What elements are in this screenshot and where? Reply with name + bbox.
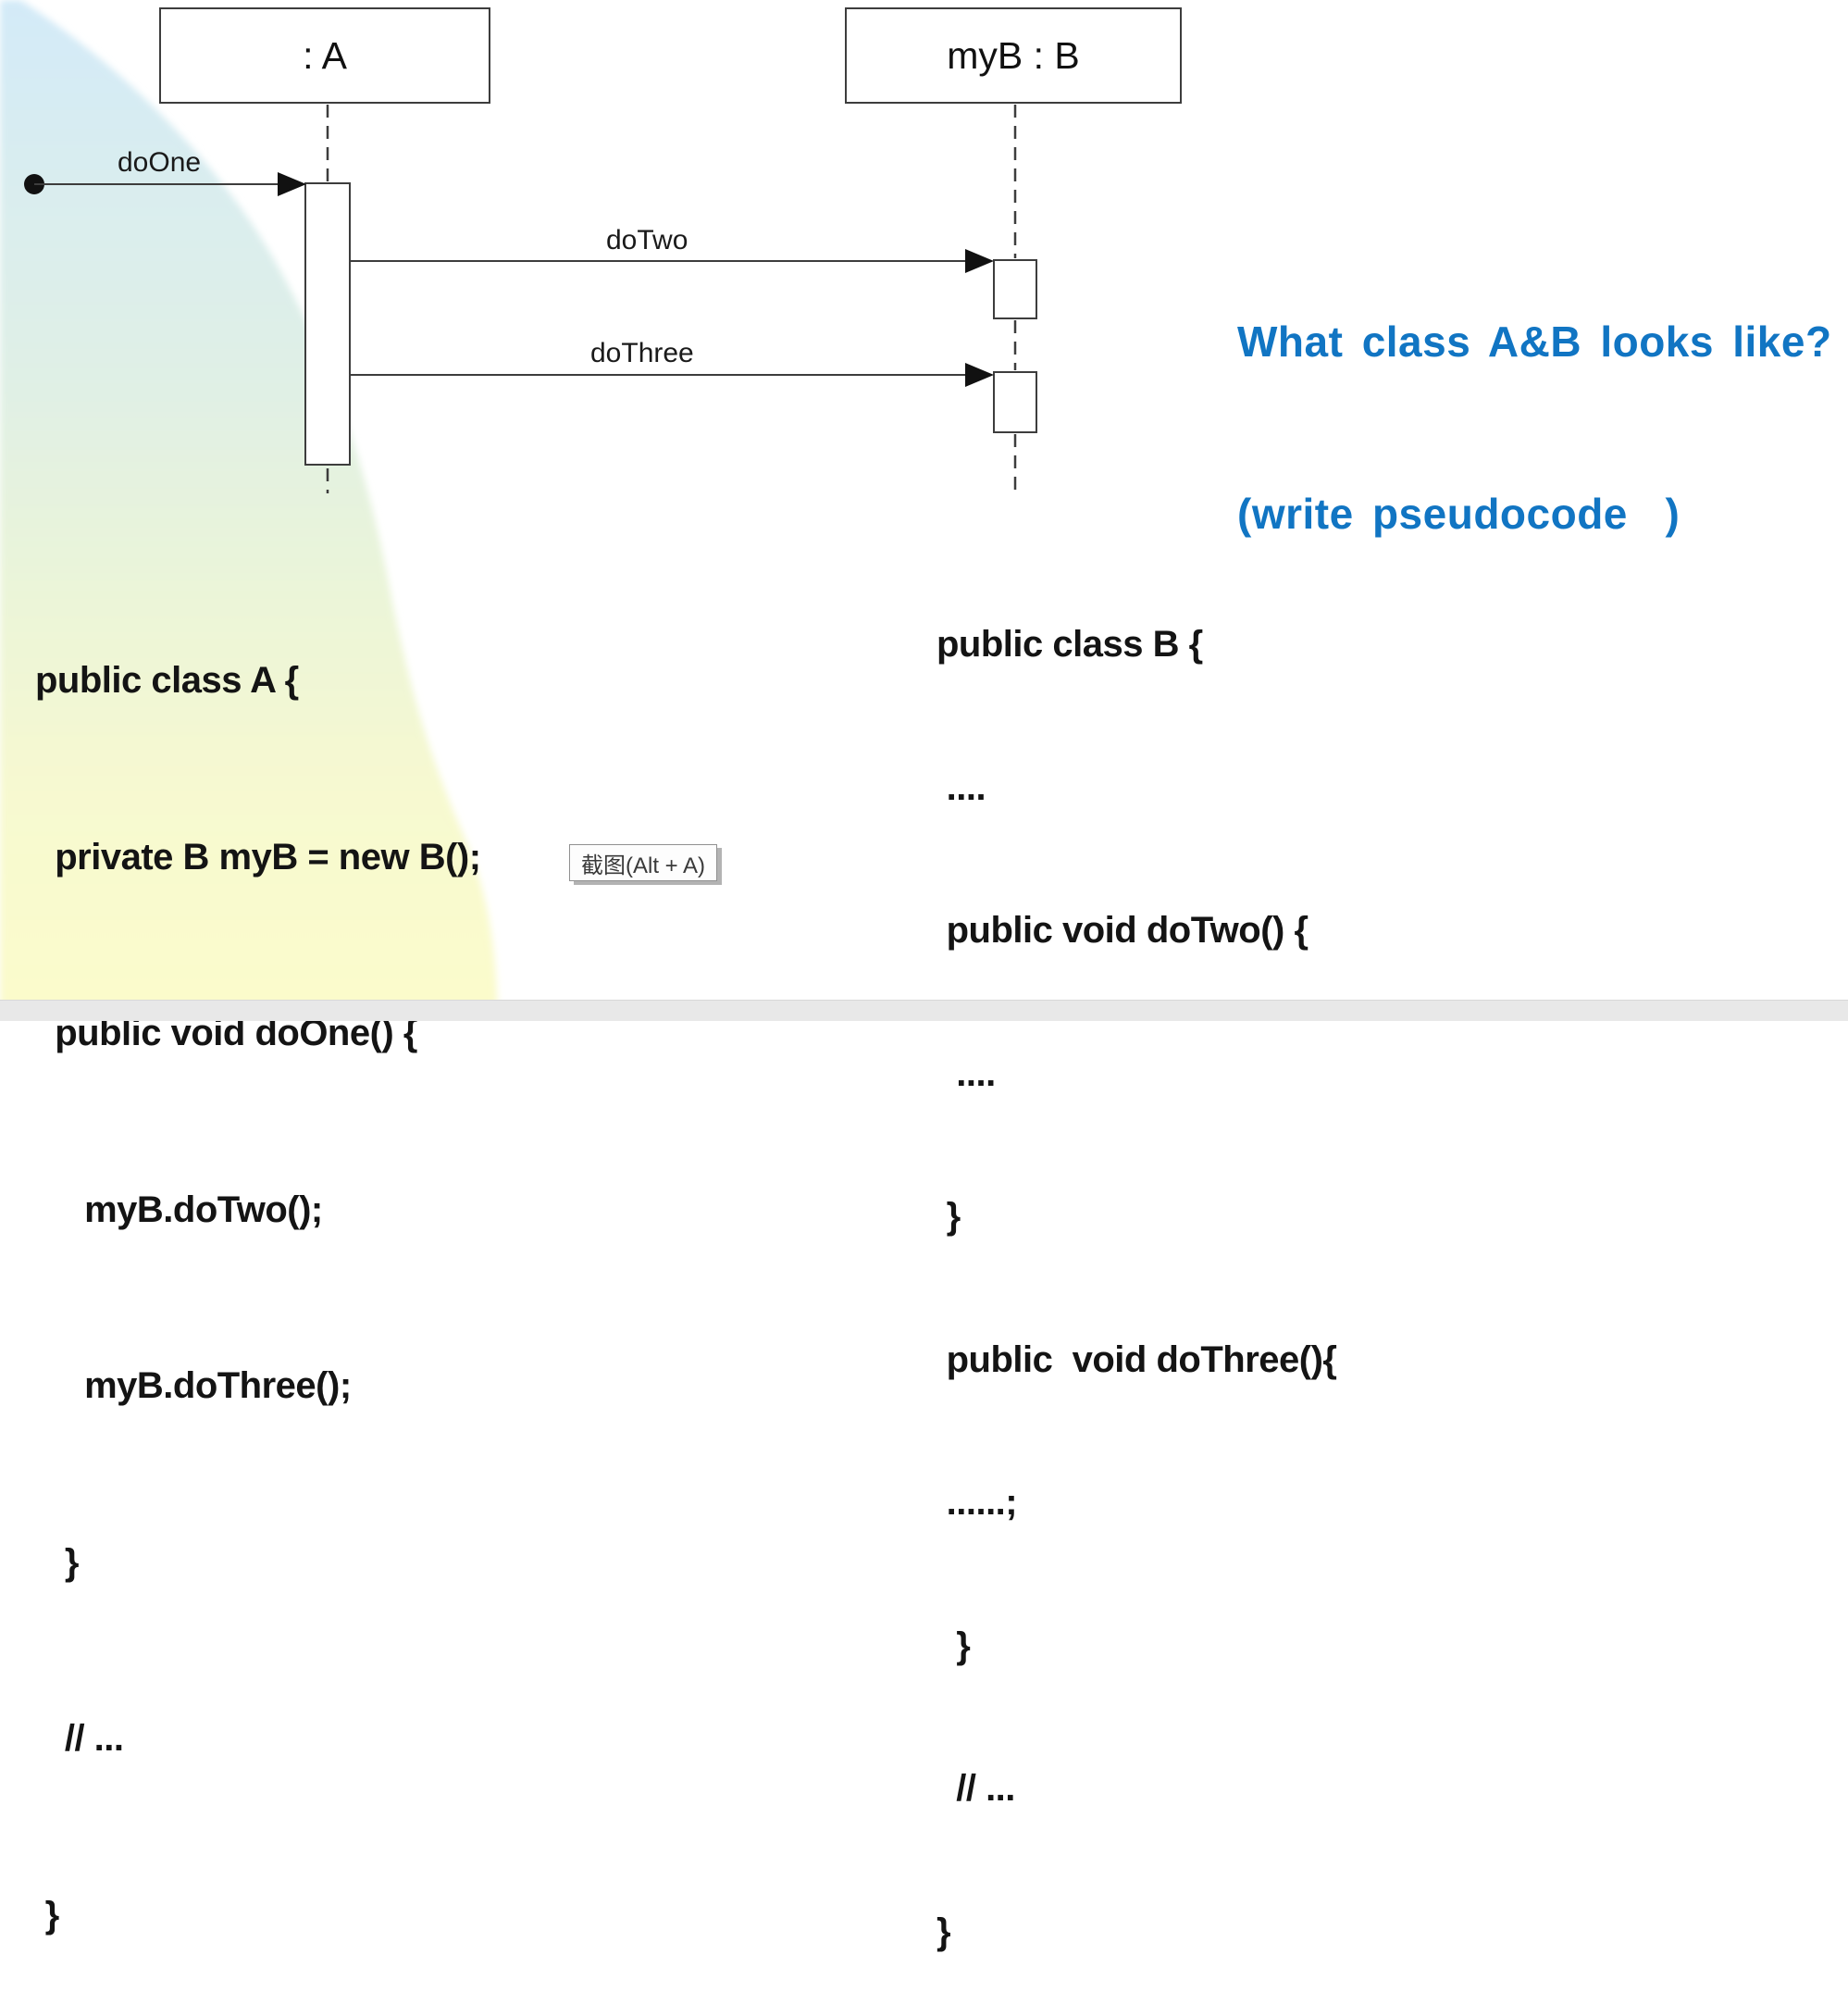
corner-curve-shape [0, 0, 498, 1021]
code-line: .... [936, 766, 986, 808]
code-line: .... [936, 1052, 996, 1094]
arrowhead-doone [278, 172, 306, 196]
code-line: } [936, 1196, 961, 1237]
code-line: // ... [35, 1718, 124, 1759]
lifeline-head-b: myB : B [845, 7, 1182, 104]
lifeline-head-a-label: : A [303, 33, 347, 77]
background-gradient-blob [0, 0, 498, 1021]
lifeline-head-a: : A [159, 7, 490, 104]
question-heading: What class A&B looks like? (write pseudo… [1237, 198, 1832, 600]
message-label-doone: doOne [118, 147, 202, 178]
arrowhead-dotwo [965, 249, 994, 273]
sequence-diagram [24, 105, 1037, 493]
question-heading-line2: (write pseudocode ) [1237, 490, 1681, 538]
code-line: } [936, 1911, 951, 1952]
activation-box-b-dothree [993, 371, 1037, 433]
code-line: public void doTwo() { [936, 910, 1308, 951]
code-line: public void doThree(){ [936, 1338, 1337, 1380]
message-label-dothree: doThree [590, 338, 694, 368]
code-line: myB.doThree(); [35, 1365, 352, 1406]
code-line: private B myB = new B(); [35, 836, 481, 878]
question-heading-line1: What class A&B looks like? [1237, 317, 1832, 366]
code-line: } [35, 1894, 60, 1936]
message-label-dotwo: doTwo [606, 225, 688, 255]
lifeline-head-b-label: myB : B [947, 33, 1080, 77]
code-line: myB.doTwo(); [35, 1189, 323, 1230]
code-line: // ... [936, 1768, 1015, 1809]
class-a-code-block: public class A { private B myB = new B()… [35, 534, 481, 2004]
screenshot-tooltip-button[interactable]: 截图(Alt + A) [569, 844, 717, 881]
code-line: public class A { [35, 660, 299, 701]
code-line: } [936, 1624, 971, 1666]
code-line: public class B { [936, 624, 1203, 665]
activation-bar-a [304, 182, 351, 466]
arrowhead-dothree [965, 363, 994, 387]
activation-box-b-dotwo [993, 259, 1037, 319]
code-line: } [35, 1541, 80, 1583]
bottom-gray-bar [0, 1000, 1848, 1021]
screenshot-tooltip-label: 截图(Alt + A) [580, 853, 706, 878]
slide-canvas: { "diagram": { "actors": [ {"id": "a", "… [0, 0, 1848, 1952]
code-line: ......; [936, 1482, 1018, 1523]
class-b-code-block: public class B { .... public void doTwo(… [936, 526, 1337, 2004]
